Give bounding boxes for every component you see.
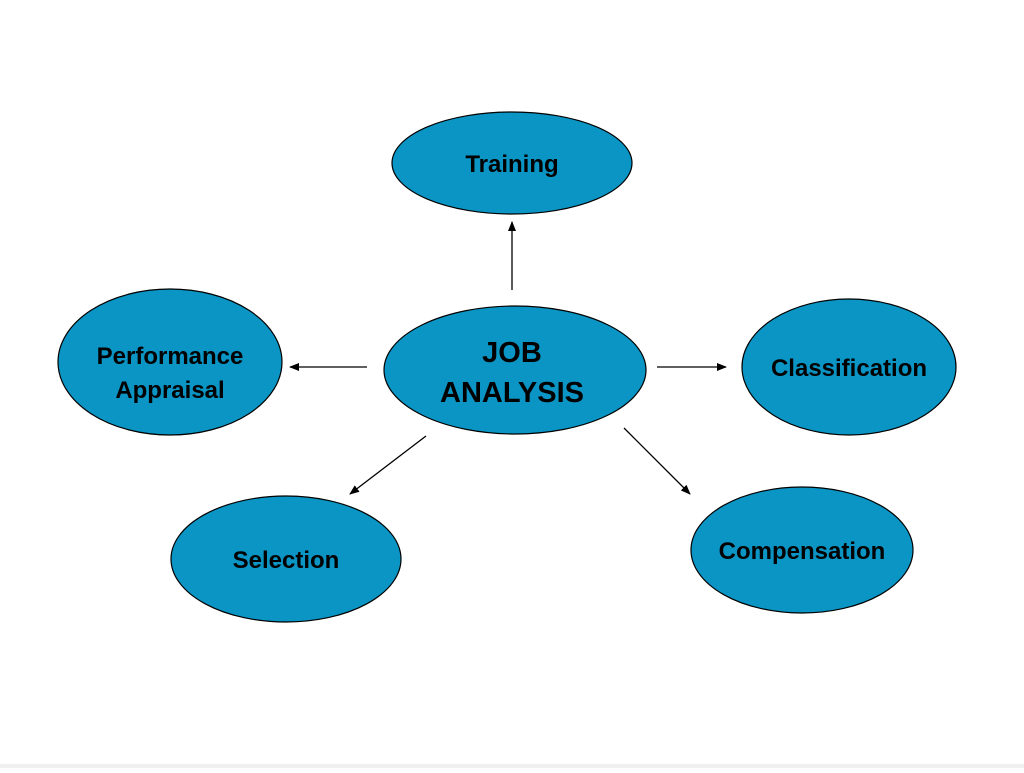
node-training: Training bbox=[391, 111, 633, 215]
node-performance-appraisal: Performance Appraisal bbox=[57, 288, 283, 436]
node-classification: Classification bbox=[741, 298, 957, 436]
node-classification-label: Classification bbox=[771, 355, 927, 382]
node-selection-label: Selection bbox=[233, 547, 340, 574]
node-performance-appraisal-label-line1: Performance bbox=[97, 343, 244, 370]
arrows bbox=[289, 221, 727, 495]
node-training-label: Training bbox=[465, 151, 558, 178]
node-job-analysis-label-line2: ANALYSIS bbox=[440, 377, 584, 409]
arrow-to-selection bbox=[349, 435, 427, 495]
node-compensation-label: Compensation bbox=[719, 538, 886, 565]
node-selection: Selection bbox=[170, 495, 402, 623]
node-performance-appraisal-label-line2: Appraisal bbox=[115, 377, 224, 404]
node-compensation: Compensation bbox=[690, 486, 914, 614]
node-job-analysis-label-line1: JOB bbox=[482, 337, 542, 369]
arrow-to-compensation bbox=[623, 427, 691, 495]
node-job-analysis: JOB ANALYSIS bbox=[383, 305, 647, 435]
bottom-rule bbox=[0, 764, 1024, 768]
